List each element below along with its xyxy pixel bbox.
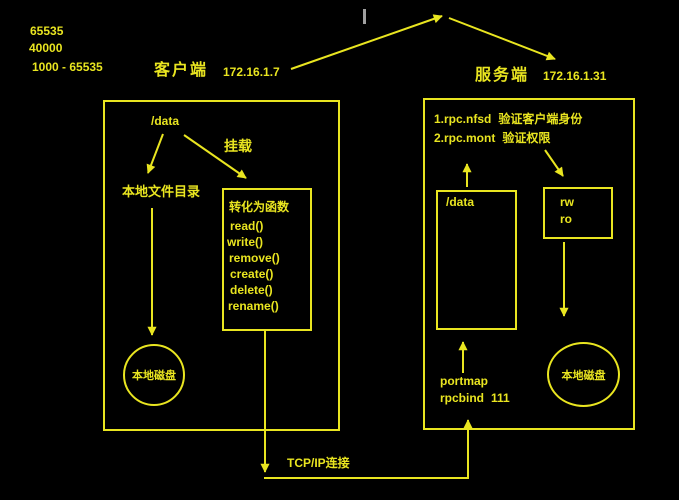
client-disk-circle: 本地磁盘: [123, 344, 185, 406]
server-step-2-daemon: 2.rpc.mont: [434, 131, 496, 145]
local-dir-label: 本地文件目录: [122, 185, 201, 200]
server-step-2-desc: 验证权限: [502, 131, 551, 145]
fn-remove: remove(): [229, 251, 280, 265]
fn-create: create(): [230, 267, 274, 281]
server-title: 服务端: [475, 65, 530, 84]
rpcbind-port: 111: [491, 391, 510, 405]
tcpip-protocol: TCP/IP: [287, 456, 326, 470]
client-box: [103, 100, 340, 431]
arrow-steps-to-perms: [544, 149, 564, 177]
client-ip: 172.16.1.7: [223, 65, 280, 79]
client-data-dir-label: /data: [151, 114, 180, 128]
client-title: 客户端: [154, 60, 209, 79]
fn-write: write(): [227, 235, 263, 249]
fn-delete: delete(): [230, 283, 273, 297]
permissions-box: [543, 187, 613, 239]
server-disk-label: 本地磁盘: [561, 368, 606, 382]
arrow-peak-to-server: [448, 17, 556, 61]
text-cursor-mark: [363, 9, 366, 24]
function-box: [222, 188, 312, 331]
port-value-range: 1000 - 65535: [32, 60, 103, 74]
server-step-2: 2.rpc.mont 验证权限: [434, 129, 550, 147]
arrow-data-to-localdir: [146, 133, 164, 174]
fn-read: read(): [230, 219, 264, 233]
rpcbind-label: rpcbind: [440, 391, 484, 405]
port-value-1: 65535: [30, 24, 64, 38]
tcpip-suffix: 连接: [325, 456, 350, 470]
server-ip: 172.16.1.31: [543, 69, 607, 83]
server-data-box: [436, 190, 517, 330]
server-data-dir-label: /data: [446, 195, 475, 209]
perm-ro-label: ro: [560, 212, 572, 226]
client-disk-label: 本地磁盘: [132, 369, 176, 382]
server-box: [423, 98, 635, 430]
fn-rename: rename(): [228, 299, 279, 313]
arrow-data-to-funcbox-mount: [183, 134, 247, 179]
function-box-title: 转化为函数: [229, 200, 290, 214]
mount-label: 挂载: [224, 139, 252, 155]
portmap-label: portmap: [440, 374, 488, 388]
arrow-client-to-peak: [290, 14, 443, 70]
perm-rw-label: rw: [560, 195, 575, 209]
server-disk-circle: 本地磁盘: [547, 342, 620, 407]
server-step-1-daemon: 1.rpc.nfsd: [434, 112, 492, 126]
server-step-1: 1.rpc.nfsd 验证客户端身份: [434, 110, 582, 128]
server-step-1-desc: 验证客户端身份: [498, 112, 583, 126]
port-value-2: 40000: [29, 41, 63, 55]
tcpip-connection-label: TCP/IP连接: [287, 454, 350, 472]
